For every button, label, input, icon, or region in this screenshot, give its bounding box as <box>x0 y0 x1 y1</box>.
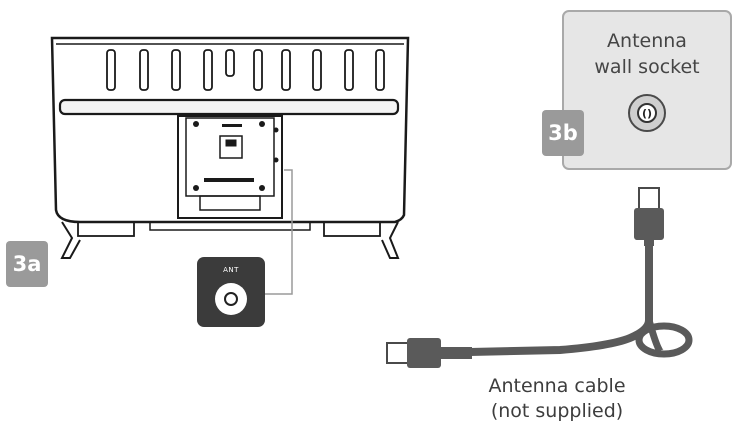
port-leader-line <box>265 169 293 295</box>
cable-caption-line1: Antenna cable <box>488 375 626 397</box>
ant-port-label: ANT <box>223 266 239 274</box>
step-badge-3b: 3b <box>542 110 584 156</box>
ant-port-jack-icon <box>215 283 247 315</box>
tv-screw-dots <box>193 121 279 191</box>
cable-plug-top <box>634 187 664 246</box>
tv-back-panel <box>50 36 410 259</box>
step-badge-3a: 3a <box>6 241 48 287</box>
cable-caption-line2: (not supplied) <box>490 400 624 422</box>
wall-socket-label-line2: wall socket <box>594 56 700 78</box>
wall-socket-label-line1: Antenna <box>607 30 687 52</box>
wall-socket-jack-icon: () <box>628 94 666 132</box>
antenna-cable <box>469 238 693 358</box>
ant-port-callout: ANT <box>197 257 265 327</box>
wall-socket-panel: Antenna wall socket () <box>562 10 732 170</box>
cable-plug-left <box>386 338 472 368</box>
